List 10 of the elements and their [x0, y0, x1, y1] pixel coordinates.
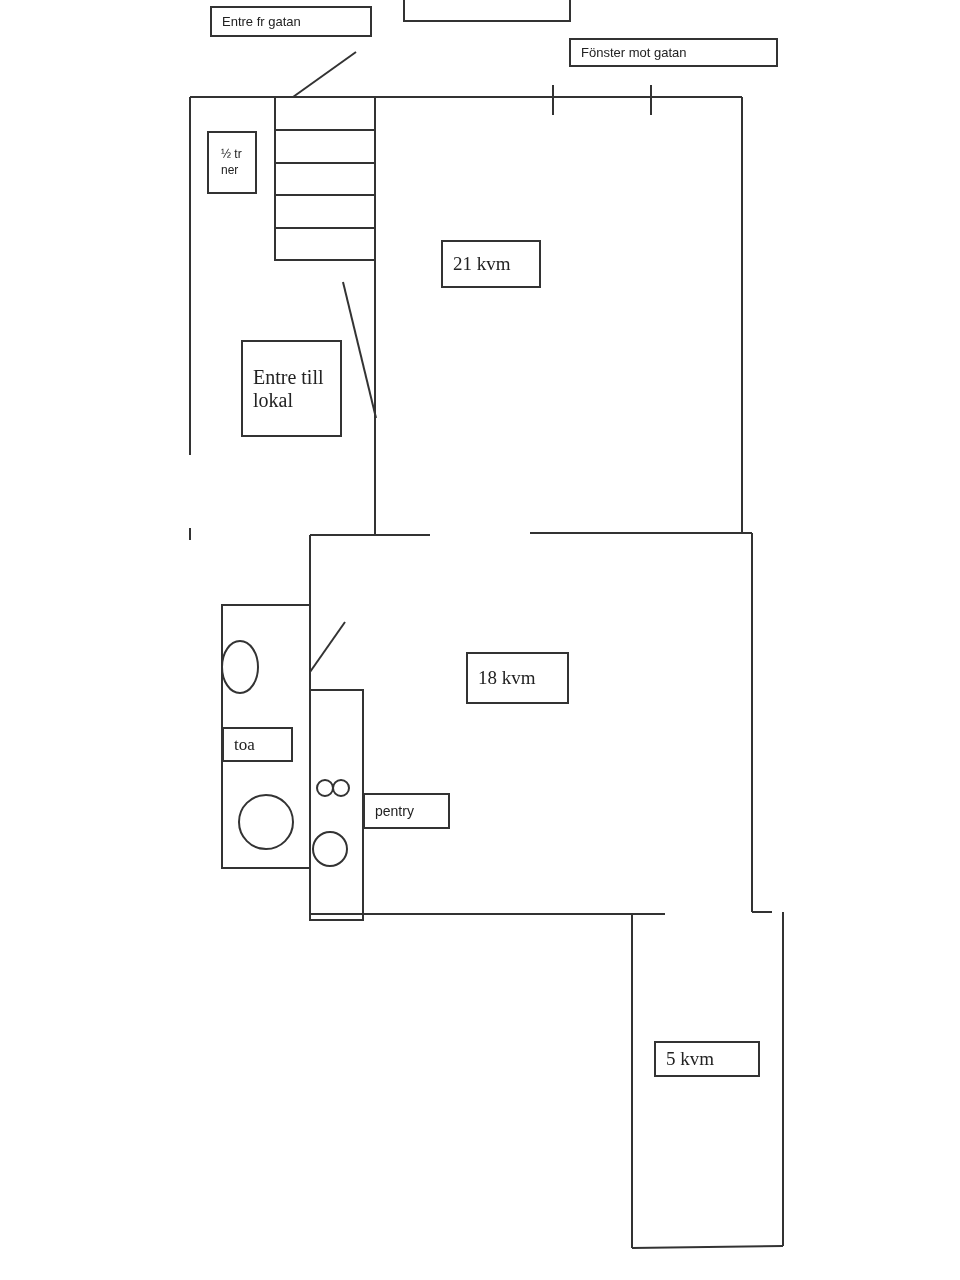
- area-label: 21 kvm: [441, 240, 541, 288]
- label-box: Entre till lokal: [241, 340, 342, 437]
- label-box: toa: [222, 727, 293, 762]
- area-label: 18 kvm: [466, 652, 569, 704]
- label-box: pentry: [363, 793, 450, 829]
- label-box: Entre fr gatan: [210, 6, 372, 37]
- label-box: Fönster mot gatan: [569, 38, 778, 67]
- street-name-box: [403, 0, 571, 22]
- area-label: 5 kvm: [654, 1041, 760, 1077]
- label-box: ½ tr ner: [207, 131, 257, 194]
